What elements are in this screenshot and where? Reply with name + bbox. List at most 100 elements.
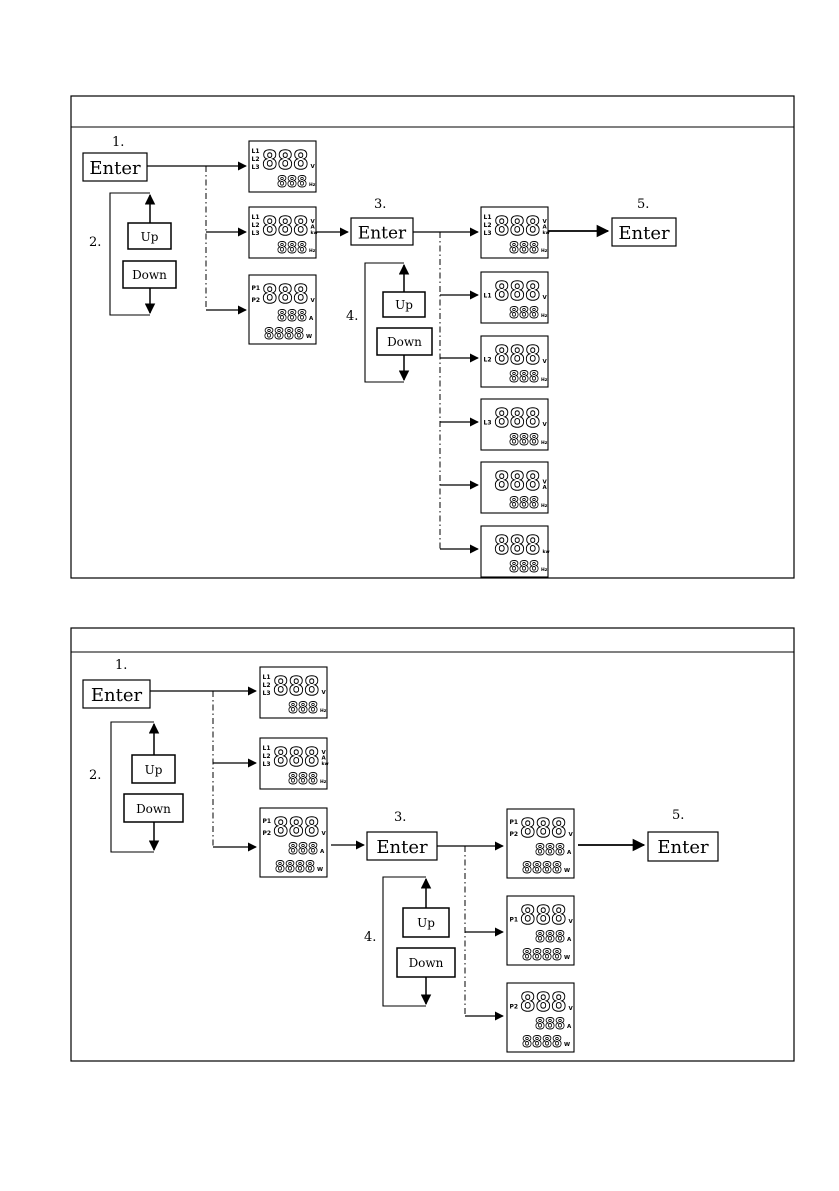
down-button-2-label: Down	[409, 956, 444, 970]
lcd-digits: 888	[520, 814, 567, 844]
lcd-unit-label: V	[322, 750, 327, 756]
lcd-unit-label: Hz	[541, 377, 548, 383]
lcd-unit-label: Hz	[541, 248, 548, 254]
down-button-1[interactable]: Down	[122, 260, 177, 289]
down-button-1-label: Down	[136, 802, 171, 816]
step-1-label: 1.	[112, 135, 124, 150]
enter-button-3[interactable]: Enter	[647, 831, 719, 862]
lcd-phase-tag: P2	[263, 830, 272, 837]
lcd-digits: 888	[509, 557, 539, 576]
lcd-digits: 888	[509, 238, 539, 257]
lcd-digits: 888	[288, 839, 318, 858]
lcd-digits: 888	[535, 927, 565, 946]
lcd-digits: 888	[273, 743, 320, 773]
up-down-loop-1	[109, 192, 156, 316]
up-button-1[interactable]: Up	[127, 222, 172, 250]
lcd-digits: 888	[494, 404, 541, 434]
lcd-phase-tag: L1	[484, 214, 492, 221]
lcd-digits: 888	[494, 212, 541, 242]
up-button-2-label: Up	[395, 298, 413, 312]
up-button-1[interactable]: Up	[131, 754, 176, 784]
up-down-loop-2	[382, 876, 432, 1007]
lcd-unit-label: W	[564, 1042, 570, 1048]
lcd-unit-label: V	[311, 298, 316, 304]
lcd-unit-label: V	[569, 1006, 574, 1012]
lcd-digits: 888	[288, 698, 318, 717]
lcd-digits: 888	[535, 1014, 565, 1033]
lcd-unit-label: V	[322, 831, 327, 837]
up-down-loop-1	[110, 721, 160, 853]
step-1-label: 1.	[115, 658, 127, 673]
lcd-phase-tag: L1	[252, 214, 260, 221]
up-button-1-label: Up	[141, 230, 159, 244]
down-button-2[interactable]: Down	[376, 327, 433, 356]
lcd-digits: 8888	[522, 858, 562, 877]
lcd-phase-tag: P1	[263, 818, 272, 825]
enter-button-1-label: Enter	[91, 685, 143, 706]
lcd-phase-tag: L3	[263, 761, 271, 768]
down-button-2[interactable]: Down	[396, 947, 456, 978]
down-button-1[interactable]: Down	[123, 793, 184, 823]
enter-button-2-label: Enter	[376, 837, 428, 858]
up-button-2[interactable]: Up	[382, 291, 426, 318]
lcd-digits: 888	[288, 769, 318, 788]
panel-2-frame	[70, 627, 795, 1062]
lcd-phase-tag: L3	[252, 230, 260, 237]
lcd-digits: 888	[277, 238, 307, 257]
lcd-phase-tag: L3	[252, 164, 260, 171]
up-button-2-label: Up	[417, 916, 435, 930]
lcd-phase-tag: L3	[263, 690, 271, 697]
lcd-phase-tag: L2	[252, 222, 260, 229]
lcd-digits: 888	[509, 493, 539, 512]
step-3-label: 3.	[374, 197, 386, 212]
lcd-unit-label: Hz	[320, 708, 327, 714]
down-button-2-label: Down	[387, 335, 422, 349]
lcd-digits: 888	[494, 341, 541, 371]
lcd-unit-label: W	[306, 334, 312, 340]
down-button-1-label: Down	[132, 268, 167, 282]
lcd-unit-label: V	[543, 359, 548, 365]
enter-button-1[interactable]: Enter	[82, 679, 151, 709]
lcd-phase-tag: P1	[252, 285, 261, 292]
lcd-digits: 888	[277, 172, 307, 191]
lcd-digits: 8888	[275, 857, 315, 876]
lcd-unit-label: Hz	[541, 567, 548, 573]
lcd-unit-label: V	[311, 219, 316, 225]
lcd-unit-label: W	[564, 868, 570, 874]
enter-button-3-label: Enter	[618, 223, 670, 244]
enter-button-1[interactable]: Enter	[82, 152, 148, 182]
lcd-digits: 888	[262, 212, 309, 242]
lcd-digits: 888	[273, 672, 320, 702]
lcd-digits: 888	[273, 813, 320, 843]
up-button-2[interactable]: Up	[402, 907, 450, 938]
lcd-digits: 888	[494, 467, 541, 497]
lcd-phase-tag: L3	[484, 419, 492, 426]
lcd-digits: 888	[509, 430, 539, 449]
lcd-unit-label: V	[569, 919, 574, 925]
lcd-unit-label: V	[543, 219, 548, 225]
enter-button-2[interactable]: Enter	[366, 831, 438, 861]
enter-button-2-label: Enter	[358, 224, 407, 244]
enter-button-2[interactable]: Enter	[350, 217, 414, 246]
lcd-unit-label: kw	[543, 549, 550, 555]
step-2-label: 2.	[89, 768, 101, 783]
lcd-digits: 888	[535, 840, 565, 859]
lcd-unit-label: Hz	[541, 503, 548, 509]
lcd-unit-label: kw	[311, 230, 318, 236]
lcd-phase-tag: L1	[263, 674, 271, 681]
lcd-unit-label: A	[320, 849, 325, 855]
enter-button-3[interactable]: Enter	[611, 217, 677, 247]
step-4-label: 4.	[364, 930, 376, 945]
lcd-unit-label: kw	[543, 230, 550, 236]
